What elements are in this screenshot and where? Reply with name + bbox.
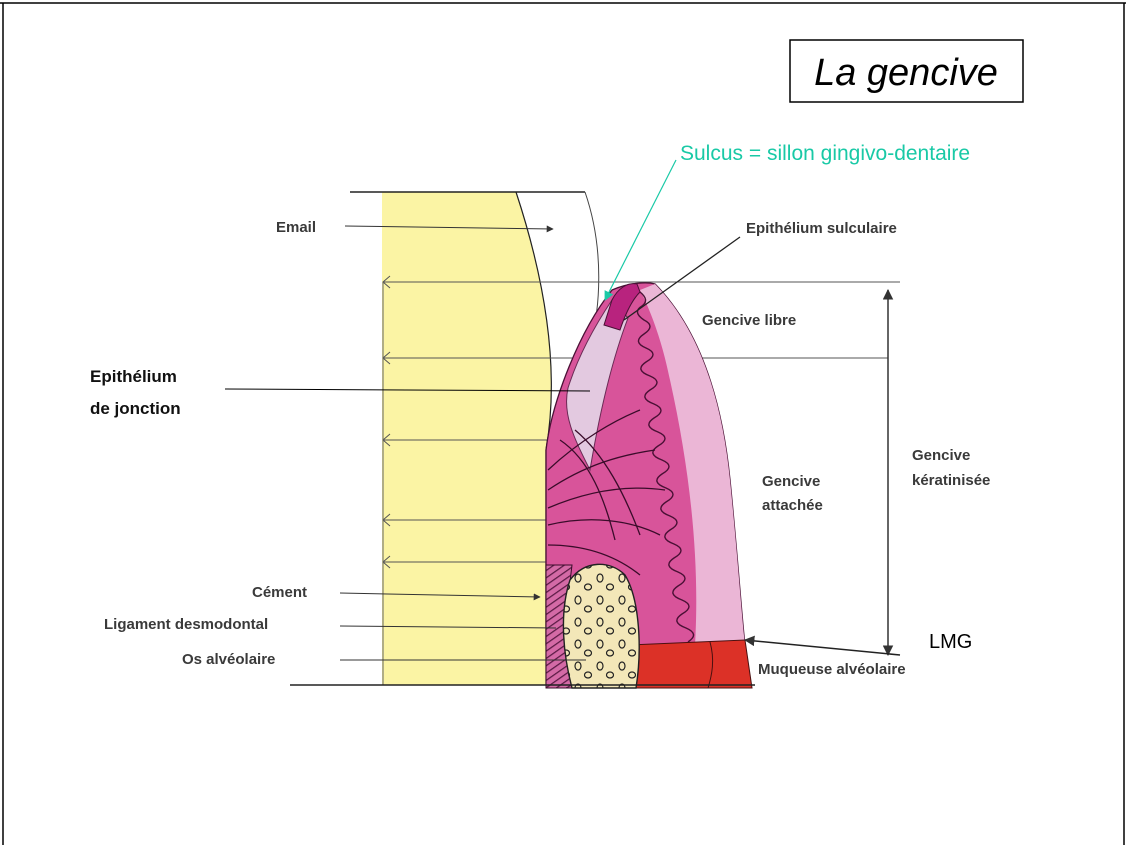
label-gencive-attachee-1: Gencive <box>762 473 820 490</box>
alveolar-bone <box>563 564 639 688</box>
label-lmg: LMG <box>929 631 972 653</box>
alveolar-mucosa <box>630 640 752 688</box>
label-gencive-attachee-2: attachée <box>762 497 823 514</box>
label-gencive-libre: Gencive libre <box>702 312 796 329</box>
label-sulcus: Sulcus = sillon gingivo-dentaire <box>680 142 970 165</box>
page-title: La gencive <box>814 52 998 94</box>
sulcus-leader <box>605 160 676 300</box>
title-box: La gencive <box>790 40 1023 102</box>
label-gencive-keratinisee-2: kératinisée <box>912 472 990 489</box>
label-epithelium-jonction-1: Epithélium <box>90 367 177 386</box>
label-cement: Cément <box>252 584 307 601</box>
label-muqueuse: Muqueuse alvéolaire <box>758 661 906 678</box>
label-gencive-keratinisee-1: Gencive <box>912 447 970 464</box>
label-email: Email <box>276 219 316 236</box>
label-ligament: Ligament desmodontal <box>104 616 268 633</box>
epithelium-sulculaire-leader <box>624 237 740 320</box>
label-epithelium-jonction-2: de jonction <box>90 399 181 418</box>
label-os: Os alvéolaire <box>182 651 275 668</box>
label-epithelium-sulculaire: Epithélium sulculaire <box>746 220 897 237</box>
